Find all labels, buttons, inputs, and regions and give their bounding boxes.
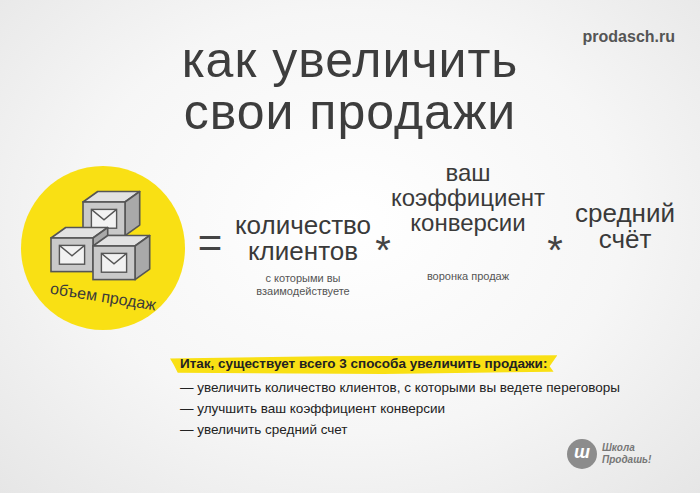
title: как увеличить свои продажи [150, 34, 550, 138]
equals-sign: = [190, 222, 230, 264]
school-logo: шШкола Продашь! [566, 438, 666, 470]
summary-heading: Итак, существует всего 3 способа увеличи… [180, 356, 547, 371]
highlight-band: Итак, существует всего 3 способа увеличи… [170, 353, 557, 375]
list-item: — увеличить количество клиентов, с котор… [180, 380, 620, 396]
factor-note: воронка продаж [398, 270, 538, 283]
multiply-sign: * [368, 230, 398, 270]
list-item: — улучшить ваш коэффициент конверсии [180, 401, 445, 417]
factor-term: средний счёт [570, 200, 680, 252]
boxes-illustration [51, 192, 150, 280]
factor-note: с которыми вы взаимодействуете [238, 272, 368, 298]
logo-letter: ш [566, 443, 598, 461]
sales-volume-circle: объем продаж [21, 166, 185, 330]
multiply-sign: * [540, 230, 570, 270]
factor-term: количество клиентов [228, 212, 378, 264]
factor-term: ваш коэффициент конверсии [388, 160, 548, 236]
site-address: prodasch.ru [540, 27, 675, 46]
list-item: — увеличить средний счет [180, 422, 348, 438]
logo-name: Школа Продашь! [602, 442, 660, 465]
